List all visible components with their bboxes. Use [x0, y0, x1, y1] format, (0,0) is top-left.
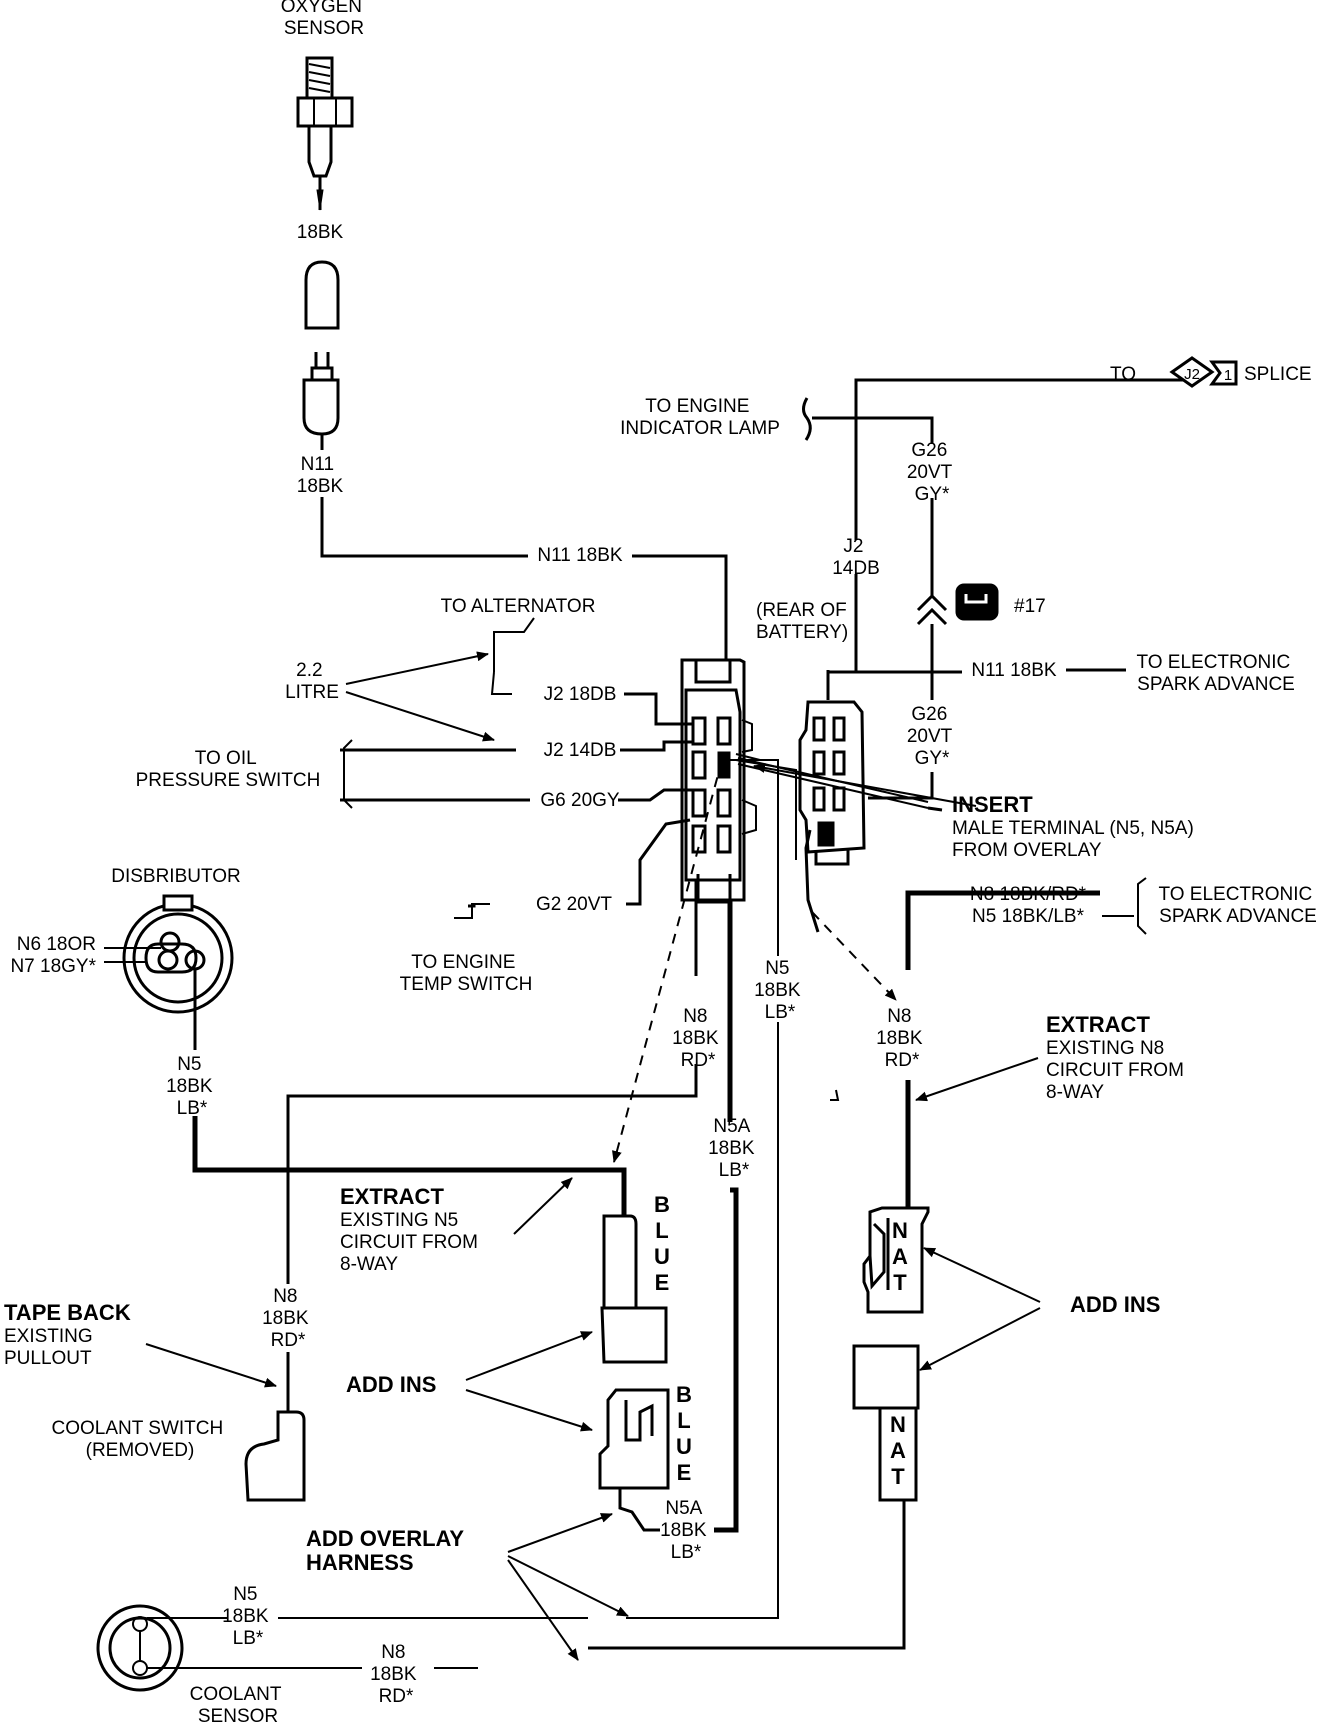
- n8-left-label: N8 18BK RD*: [262, 1286, 314, 1351]
- extract-right-label: EXTRACT: [1046, 1012, 1150, 1037]
- splice-to-label: TO: [1110, 364, 1136, 385]
- oxygen-sensor: [296, 56, 354, 211]
- n11-horizontal-label: N11 18BK: [537, 545, 623, 566]
- insert-desc-label: MALE TERMINAL (N5, N5A) FROM OVERLAY: [952, 818, 1199, 861]
- wire-n5a-mid: [714, 900, 739, 1533]
- ground-number-label: #17: [1014, 596, 1046, 617]
- n11-right-label: N11 18BK: [971, 660, 1057, 681]
- g26-bottom-label: G26 20VT GY*: [907, 704, 957, 769]
- n5-mid-label: N5 18BK LB*: [754, 958, 806, 1023]
- wire-j2-14db: [340, 740, 694, 752]
- to-temp-switch-label: TO ENGINE TEMP SWITCH: [400, 952, 533, 995]
- blue-connector-top: [600, 1214, 668, 1364]
- coolant-sensor-label: COOLANT SENSOR: [190, 1684, 287, 1726]
- to-esa-top-label: TO ELECTRONIC SPARK ADVANCE: [1136, 652, 1295, 695]
- wire-g26-bottom: [868, 772, 934, 800]
- splice-code: J2: [1184, 366, 1200, 383]
- j2-14db-vertical-label: J2 14DB: [832, 536, 880, 579]
- wire-g6: [340, 788, 694, 802]
- n8-center-label: N8 18BK RD*: [672, 1006, 724, 1071]
- battery-connector: [798, 700, 866, 866]
- n8-bottom-label: N8 18BK RD*: [370, 1642, 422, 1707]
- engine-indicator-label: TO ENGINE INDICATOR LAMP: [620, 396, 780, 439]
- to-esa-bottom-label: TO ELECTRONIC SPARK ADVANCE: [1158, 884, 1317, 927]
- j2-14db-label: J2 14DB: [544, 740, 617, 761]
- n6-label: N6 18OR: [17, 934, 96, 955]
- wire-n11-right: [826, 668, 1126, 674]
- tape-back-label: TAPE BACK: [4, 1300, 131, 1325]
- wire-n11: [320, 434, 728, 660]
- extract-right-desc: EXISTING N8 CIRCUIT FROM 8-WAY: [1046, 1038, 1189, 1103]
- splice-num: 1: [1224, 367, 1232, 384]
- n5a-mid-label: N5A 18BK LB*: [708, 1116, 760, 1181]
- ground-17: [916, 583, 999, 700]
- n5-lb-right-label: N5 18BK/LB*: [972, 906, 1085, 927]
- splice-label: SPLICE: [1244, 364, 1312, 385]
- to-oil-pressure-label: TO OIL PRESSURE SWITCH: [136, 748, 321, 791]
- g26-top-label: G26 20VT GY*: [907, 440, 957, 505]
- n5-dist-label: N5 18BK LB*: [166, 1054, 218, 1119]
- distributor: [104, 894, 234, 1014]
- to-alternator-label: TO ALTERNATOR: [441, 596, 596, 617]
- eight-way-connector: [680, 658, 757, 904]
- labels: OXYGEN SENSOR 18BK N11 18BK N11 18BK TO …: [4, 0, 1317, 1726]
- n8-rd-right-label: N8 18BK/RD*: [970, 884, 1087, 905]
- tape-back-desc: EXISTING PULLOUT: [4, 1326, 98, 1369]
- oxygen-connector: [302, 260, 340, 436]
- n5-bottom-label: N5 18BK LB*: [222, 1584, 274, 1649]
- add-ins-right-label: ADD INS: [1070, 1292, 1160, 1317]
- blue-connector-bottom: [598, 1388, 670, 1532]
- extract-left-desc: EXISTING N5 CIRCUIT FROM 8-WAY: [340, 1210, 483, 1275]
- n8-right-label: N8 18BK RD*: [876, 1006, 928, 1071]
- add-ins-left-label: ADD INS: [346, 1372, 436, 1397]
- litre-label: 2.2 LITRE: [285, 660, 339, 703]
- wire-n8-center: [286, 900, 698, 1284]
- insert-label: INSERT: [952, 792, 1033, 817]
- oxygen-sensor-label: OXYGEN SENSOR: [281, 0, 368, 39]
- wire-n8-right: [905, 890, 1100, 1208]
- extract-left-label: EXTRACT: [340, 1184, 444, 1209]
- n5a-bottom-label: N5A 18BK LB*: [660, 1498, 712, 1563]
- splice-j2-1: TO J2 1 SPLICE: [1110, 356, 1312, 388]
- wire-n5-dist: [192, 968, 627, 1216]
- coolant-sensor: [96, 1604, 904, 1692]
- add-overlay-label: ADD OVERLAY HARNESS: [306, 1526, 470, 1575]
- g6-label: G6 20GY: [540, 790, 620, 811]
- nat-connector-top: [862, 1206, 930, 1314]
- n11-vertical-label: N11 18BK: [297, 454, 344, 497]
- rear-of-battery-label: (REAR OF BATTERY): [756, 600, 852, 643]
- wire-indicator-lamp: [802, 397, 934, 596]
- leader-arrows: [145, 617, 1147, 1661]
- j2-18db-label: J2 18DB: [544, 684, 617, 705]
- g2-label: G2 20VT: [536, 894, 612, 915]
- coolant-switch: [244, 1352, 306, 1502]
- coolant-switch-label: COOLANT SWITCH (REMOVED): [52, 1418, 229, 1461]
- wire-j2-18db: [624, 692, 694, 726]
- n7-label: N7 18GY*: [10, 956, 96, 977]
- o2-wire-label: 18BK: [297, 222, 344, 243]
- distributor-label: DISBRIBUTOR: [111, 866, 241, 887]
